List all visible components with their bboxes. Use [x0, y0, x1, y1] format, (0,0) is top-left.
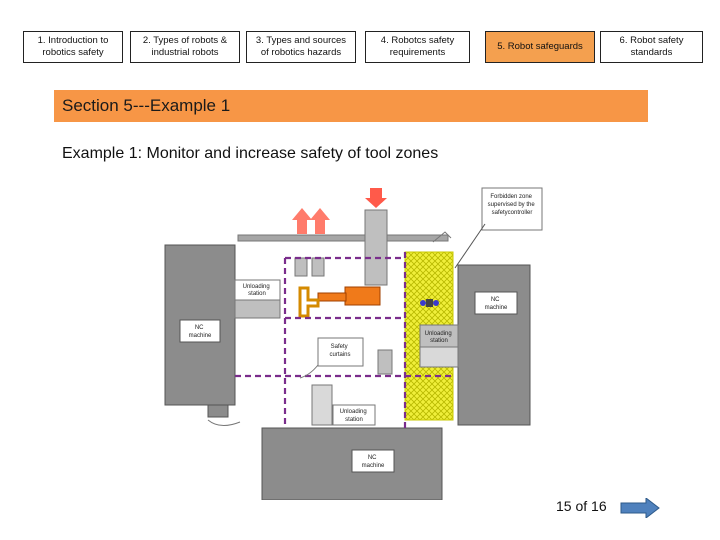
up-arrow-red	[310, 208, 330, 234]
page-number: 15 of 16	[556, 498, 607, 514]
tab-hazards[interactable]: 3. Types and sources of robotics hazards	[246, 31, 356, 63]
nc-machine-bottom-label: NC machine	[362, 455, 385, 469]
forbidden-zone-label: Forbidden zone supervised by the safetyc…	[488, 194, 537, 216]
unloading-station-left-label: Unloading station	[243, 284, 272, 297]
tab-label: 3. Types and sources of robotics hazards	[255, 35, 347, 58]
tab-intro-robotics-safety[interactable]: 1. Introduction to robotics safety	[23, 31, 123, 63]
unloading-station-bottom-label: Unloading station	[340, 409, 369, 423]
up-arrow-red	[292, 208, 312, 234]
nc-machine-left-label: NC machine	[189, 325, 212, 339]
nc-machine-right	[457, 264, 531, 426]
tab-label: 4. Robotcs safety requirements	[380, 35, 455, 58]
section-title: Section 5---Example 1	[62, 96, 231, 115]
section-header: Section 5---Example 1	[54, 90, 648, 122]
tab-safety-requirements[interactable]: 4. Robotcs safety requirements	[365, 31, 470, 63]
unloading-station-right-label: Unloading station	[425, 331, 454, 344]
safety-curtains-label: Safety curtains	[329, 344, 350, 358]
tab-label: 2. Types of robots & industrial robots	[142, 35, 228, 58]
tab-types-of-robots[interactable]: 2. Types of robots & industrial robots	[130, 31, 240, 63]
robot-cell-diagram: NC machine NC machine NC machine Unloadi…	[164, 187, 543, 500]
tab-label: 5. Robot safeguards	[497, 41, 583, 52]
down-arrow-red	[365, 188, 387, 208]
tab-robot-safeguards[interactable]: 5. Robot safeguards	[485, 31, 595, 63]
loading-chute	[364, 209, 388, 286]
tab-label: 1. Introduction to robotics safety	[37, 35, 109, 58]
robot-arm	[344, 286, 381, 306]
next-arrow-icon[interactable]	[620, 498, 660, 518]
nc-machine-right-label: NC machine	[485, 297, 508, 311]
slide-subtitle: Example 1: Monitor and increase safety o…	[62, 145, 439, 162]
tab-safety-standards[interactable]: 6. Robot safety standards	[600, 31, 703, 63]
tab-label: 6. Robot safety standards	[619, 35, 684, 58]
